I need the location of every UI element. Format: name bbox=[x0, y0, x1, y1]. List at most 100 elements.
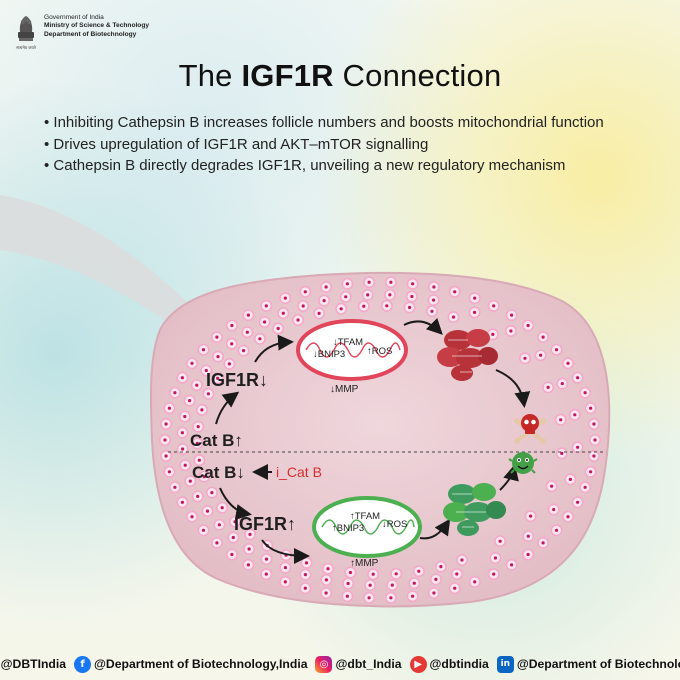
cell-nucleus bbox=[317, 311, 321, 315]
cell-nucleus bbox=[593, 438, 597, 442]
cell-nucleus bbox=[394, 572, 398, 576]
social-youtube[interactable]: ▶ @dbtindia bbox=[409, 655, 489, 673]
facebook-icon: f bbox=[74, 655, 92, 673]
social-x[interactable]: 𝕏 @DBTIndia bbox=[0, 656, 66, 673]
arrow-mito-to-damaged bbox=[403, 317, 443, 335]
social-instagram[interactable]: ◎ @dbt_India bbox=[315, 655, 402, 673]
cell-nucleus bbox=[247, 547, 251, 551]
cell-nucleus bbox=[366, 293, 370, 297]
social-instagram-handle[interactable]: @dbt_India bbox=[335, 657, 402, 671]
cell-nucleus bbox=[303, 573, 307, 577]
cell-nucleus bbox=[554, 348, 559, 352]
cell-nucleus bbox=[304, 561, 309, 565]
granulosa-cells bbox=[159, 276, 601, 604]
social-facebook[interactable]: f @Department of Biotechnology,India bbox=[74, 655, 308, 673]
cell-nucleus bbox=[526, 552, 530, 557]
cell-nucleus bbox=[303, 586, 307, 590]
social-linkedin[interactable]: in @Department of Biotechnology bbox=[496, 655, 680, 673]
cell-nucleus bbox=[408, 305, 412, 310]
cell-nucleus bbox=[188, 479, 192, 483]
cell-nucleus bbox=[541, 335, 545, 339]
cell-nucleus bbox=[322, 299, 326, 303]
cell-nucleus bbox=[264, 557, 269, 561]
cell-nucleus bbox=[510, 563, 514, 567]
cell-nucleus bbox=[453, 290, 457, 294]
cell-nucleus bbox=[230, 552, 234, 557]
cell-nucleus bbox=[264, 304, 268, 308]
cell-nucleus bbox=[181, 447, 185, 451]
cell-nucleus bbox=[246, 313, 250, 317]
cell-nucleus bbox=[460, 558, 464, 562]
cell-nucleus bbox=[546, 385, 550, 389]
cell-nucleus bbox=[281, 311, 285, 315]
page-title: The IGF1R Connection bbox=[0, 58, 680, 94]
cell-nucleus bbox=[453, 586, 457, 590]
inhibitor-label: i_Cat B bbox=[276, 464, 322, 480]
cell-nucleus bbox=[263, 320, 267, 324]
cell-nucleus bbox=[324, 578, 328, 582]
cell-nucleus bbox=[568, 477, 573, 481]
cell-nucleus bbox=[510, 313, 514, 317]
cell-nucleus bbox=[411, 594, 415, 598]
cell-nucleus bbox=[498, 539, 502, 543]
cell-nucleus bbox=[163, 438, 167, 442]
cell-nucleus bbox=[210, 491, 214, 495]
cell-nucleus bbox=[324, 591, 328, 595]
top-bnip3-label: ↓BNIP3 bbox=[313, 349, 345, 360]
cell-nucleus bbox=[215, 335, 219, 339]
cell-nucleus bbox=[492, 572, 496, 576]
header-line-1: Government of India bbox=[44, 14, 104, 21]
cell-nucleus bbox=[220, 506, 224, 510]
skull-crossbones-icon bbox=[514, 414, 546, 444]
smiling-cell-icon bbox=[508, 452, 538, 474]
social-youtube-handle[interactable]: @dbtindia bbox=[429, 657, 489, 671]
follicle-stalk bbox=[0, 195, 200, 345]
cell-nucleus bbox=[201, 528, 206, 532]
linkedin-icon: in bbox=[496, 655, 514, 673]
cell-nucleus bbox=[196, 425, 200, 429]
social-linkedin-handle[interactable]: @Department of Biotechnology bbox=[516, 657, 680, 671]
cell-nucleus bbox=[215, 541, 219, 545]
cell-nucleus bbox=[164, 422, 168, 426]
header: सत्यमेव जयते Government of India Ministr… bbox=[14, 12, 149, 52]
bullet-item: • Inhibiting Cathepsin B increases folli… bbox=[44, 114, 604, 131]
cell-nucleus bbox=[560, 451, 564, 455]
cell-nucleus bbox=[344, 295, 348, 299]
top-ros-label: ↑ROS bbox=[367, 346, 392, 357]
cell-nucleus bbox=[432, 298, 436, 302]
cell-nucleus bbox=[592, 422, 596, 426]
cell-nucleus bbox=[389, 596, 393, 600]
cell-nucleus bbox=[550, 484, 554, 488]
cell-nucleus bbox=[296, 318, 300, 322]
social-facebook-handle[interactable]: @Department of Biotechnology,India bbox=[94, 657, 308, 671]
cell-nucleus bbox=[248, 532, 252, 537]
cell-nucleus bbox=[227, 362, 231, 366]
cell-nucleus bbox=[216, 355, 220, 359]
cell-nucleus bbox=[455, 572, 459, 576]
cell-nucleus bbox=[367, 596, 371, 600]
cell-nucleus bbox=[196, 494, 200, 498]
social-x-handle[interactable]: @DBTIndia bbox=[0, 657, 67, 671]
top-mmp-label: ↓MMP bbox=[330, 384, 359, 395]
arrow-catb-to-igf1r-top bbox=[215, 391, 240, 425]
instagram-icon: ◎ bbox=[315, 655, 333, 673]
bullet-item: • Drives upregulation of IGF1R and AKT–m… bbox=[44, 135, 429, 153]
cell-nucleus bbox=[173, 391, 177, 395]
cell-nucleus bbox=[439, 565, 443, 569]
cell-nucleus bbox=[388, 293, 392, 297]
cell-nucleus bbox=[345, 282, 349, 286]
cell-nucleus bbox=[326, 567, 330, 571]
cell-nucleus bbox=[258, 337, 262, 341]
cell-nucleus bbox=[264, 572, 268, 576]
cell-nucleus bbox=[183, 463, 187, 467]
cell-nucleus bbox=[432, 285, 436, 289]
cell-nucleus bbox=[164, 454, 168, 458]
cell-nucleus bbox=[167, 470, 171, 474]
cell-nucleus bbox=[283, 580, 287, 584]
cell-nucleus bbox=[339, 307, 343, 311]
cell-nucleus bbox=[576, 500, 580, 504]
arrow-igf1r-to-mito-top bbox=[254, 334, 294, 363]
cell-nucleus bbox=[180, 500, 184, 504]
bullet-list: • Inhibiting Cathepsin B increases folli… bbox=[44, 112, 664, 177]
cell-nucleus bbox=[188, 399, 192, 403]
